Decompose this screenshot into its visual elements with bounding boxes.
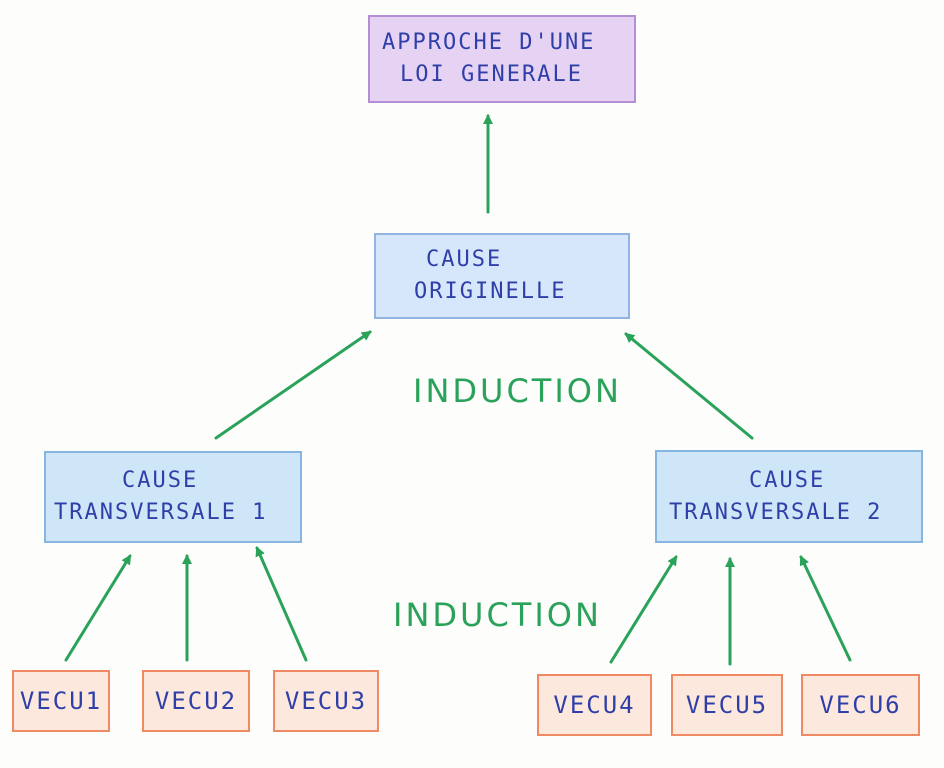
node-line-1: CAUSE [426,247,503,273]
arrow-vecu6-to-cause2 [799,555,852,662]
node-vecu-4: VECU4 [537,674,652,736]
node-label: VECU5 [685,690,769,719]
arrow-vecu1-to-cause1 [64,554,132,662]
arrow-vecu3-to-cause1 [255,546,308,662]
node-cause-transversale-1: CAUSE TRANSVERSALE 1 [44,451,302,543]
induction-label-lower: INDUCTION [393,596,602,634]
node-line-2: ORIGINELLE [414,279,567,304]
node-label: VECU2 [154,686,238,715]
node-vecu-2: VECU2 [142,670,250,732]
arrow-cause2-to-origin [624,332,754,440]
node-line-1: APPROCHE D'UNE [382,30,596,56]
node-approche-loi-generale: APPROCHE D'UNE LOI GENERALE [368,15,636,103]
node-cause-originelle: CAUSE ORIGINELLE [374,233,630,319]
node-cause-transversale-2: CAUSE TRANSVERSALE 2 [655,450,923,543]
node-vecu-6: VECU6 [801,674,920,736]
node-label: VECU1 [19,686,103,715]
node-line-1: CAUSE [122,468,199,494]
arrow-vecu4-to-cause2 [609,555,678,664]
node-label: VECU6 [819,690,902,719]
node-line-2: TRANSVERSALE 1 [54,500,268,525]
node-vecu-3: VECU3 [273,670,379,732]
node-label: VECU4 [553,690,636,719]
induction-label-upper: INDUCTION [413,372,622,410]
node-line-1: CAUSE [749,467,826,493]
node-line-2: TRANSVERSALE 2 [669,499,883,525]
node-vecu-5: VECU5 [671,674,783,736]
node-line-2: LOI GENERALE [400,62,583,87]
node-vecu-1: VECU1 [12,670,110,732]
arrow-cause1-to-origin [214,330,372,440]
node-label: VECU3 [284,686,368,715]
